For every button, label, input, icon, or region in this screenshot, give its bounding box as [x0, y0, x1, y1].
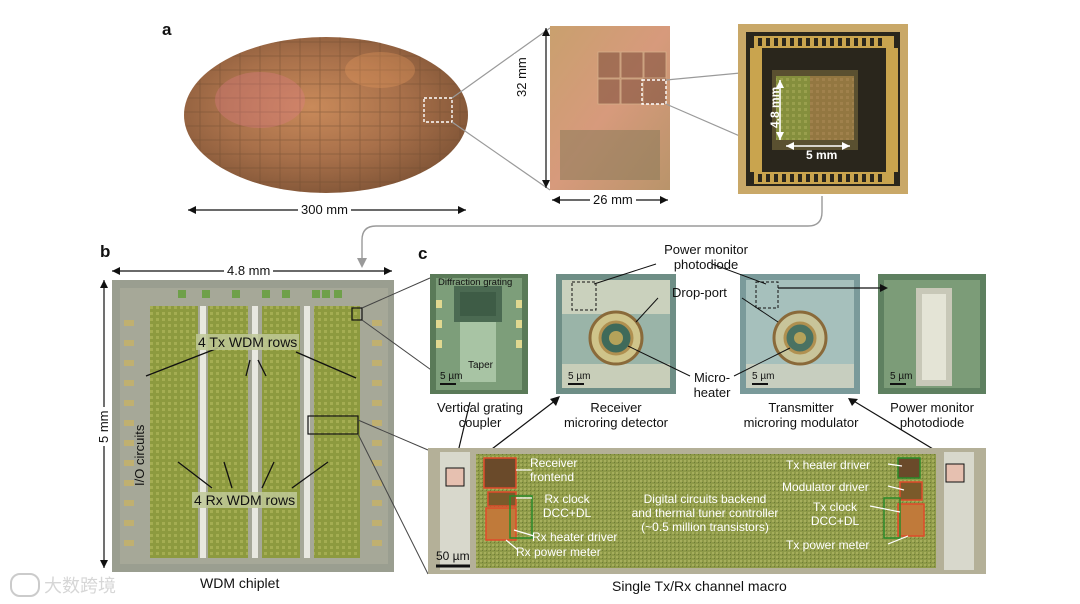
monitor-scale: 5 µm	[890, 371, 912, 382]
taper-label: Taper	[468, 360, 493, 371]
wafer-size-label: 300 mm	[298, 202, 351, 217]
digital-line1: Digital circuits backend	[612, 492, 798, 506]
rx-rows-label: 4 Rx WDM rows	[192, 492, 297, 508]
digital-backend-label: Digital circuits backend and thermal tun…	[612, 492, 798, 534]
wdm-chiplet-photo	[112, 280, 394, 572]
tx-power-label: Tx power meter	[786, 538, 869, 552]
rx-power-label: Rx power meter	[516, 545, 601, 559]
power-monitor-callout: Power monitor photodiode	[640, 242, 772, 272]
receiver-frontend-line2: frontend	[530, 470, 594, 484]
monitor-caption-line1: Power monitor	[872, 400, 992, 415]
digital-line2: and thermal tuner controller	[612, 506, 798, 520]
power-monitor-callout-line2: photodiode	[640, 257, 772, 272]
wafer-photo	[184, 37, 468, 193]
tx-heater-label: Tx heater driver	[786, 458, 870, 472]
watermark-icon	[10, 573, 40, 597]
macro-caption: Single Tx/Rx channel macro	[612, 578, 787, 594]
macro-scale-label: 50 µm	[436, 549, 470, 563]
grating-inner-title: Diffraction grating	[438, 277, 512, 288]
grating-caption-line1: Vertical grating	[422, 400, 538, 415]
watermark-text: 大数跨境	[44, 572, 116, 598]
transmitter-caption-line1: Transmitter	[726, 400, 876, 415]
watermark-logo: 大数跨境	[10, 572, 116, 598]
transmitter-caption: Transmitter microring modulator	[726, 400, 876, 430]
transmitter-caption-line2: microring modulator	[726, 415, 876, 430]
receiver-caption-line2: microring detector	[546, 415, 686, 430]
io-circuits-label: I/O circuits	[132, 425, 147, 486]
reticle-width-label: 26 mm	[590, 192, 636, 207]
die-height-label: 4.8 mm	[768, 87, 782, 128]
modulator-label: Modulator driver	[782, 480, 869, 494]
chiplet-width-label: 4.8 mm	[224, 263, 273, 278]
grating-caption: Vertical grating coupler	[422, 400, 538, 430]
monitor-caption: Power monitor photodiode	[872, 400, 992, 430]
die-width-label: 5 mm	[806, 148, 837, 162]
panel-c-letter: c	[418, 244, 427, 264]
digital-line3: (~0.5 million transistors)	[612, 520, 798, 534]
tx-rows-label: 4 Tx WDM rows	[196, 334, 299, 350]
micro-heater-callout-line2: heater	[680, 385, 744, 400]
rx-clock-line2: DCC+DL	[532, 506, 602, 520]
receiver-caption-line1: Receiver	[546, 400, 686, 415]
panel-b-letter: b	[100, 242, 110, 262]
tx-clock-line1: Tx clock	[800, 500, 870, 514]
rx-clock-line1: Rx clock	[532, 492, 602, 506]
receiver-scale: 5 µm	[568, 371, 590, 382]
rx-clock-label: Rx clock DCC+DL	[532, 492, 602, 520]
drop-port-callout: Drop-port	[672, 285, 727, 300]
chiplet-caption: WDM chiplet	[200, 575, 279, 591]
receiver-caption: Receiver microring detector	[546, 400, 686, 430]
reticle-height-label: 32 mm	[514, 54, 529, 100]
micro-heater-callout-line1: Micro-	[680, 370, 744, 385]
receiver-frontend-line1: Receiver	[530, 456, 594, 470]
grating-scale: 5 µm	[440, 371, 462, 382]
tx-clock-line2: DCC+DL	[800, 514, 870, 528]
transmitter-scale: 5 µm	[752, 371, 774, 382]
grating-caption-line2: coupler	[422, 415, 538, 430]
power-monitor-callout-line1: Power monitor	[640, 242, 772, 257]
package-photo	[738, 24, 908, 194]
rx-heater-label: Rx heater driver	[532, 530, 617, 544]
tx-clock-label: Tx clock DCC+DL	[800, 500, 870, 528]
reticle-photo	[550, 26, 670, 190]
receiver-frontend-label: Receiver frontend	[530, 456, 594, 484]
micro-heater-callout: Micro- heater	[680, 370, 744, 400]
chiplet-height-label: 5 mm	[96, 408, 111, 447]
monitor-caption-line2: photodiode	[872, 415, 992, 430]
